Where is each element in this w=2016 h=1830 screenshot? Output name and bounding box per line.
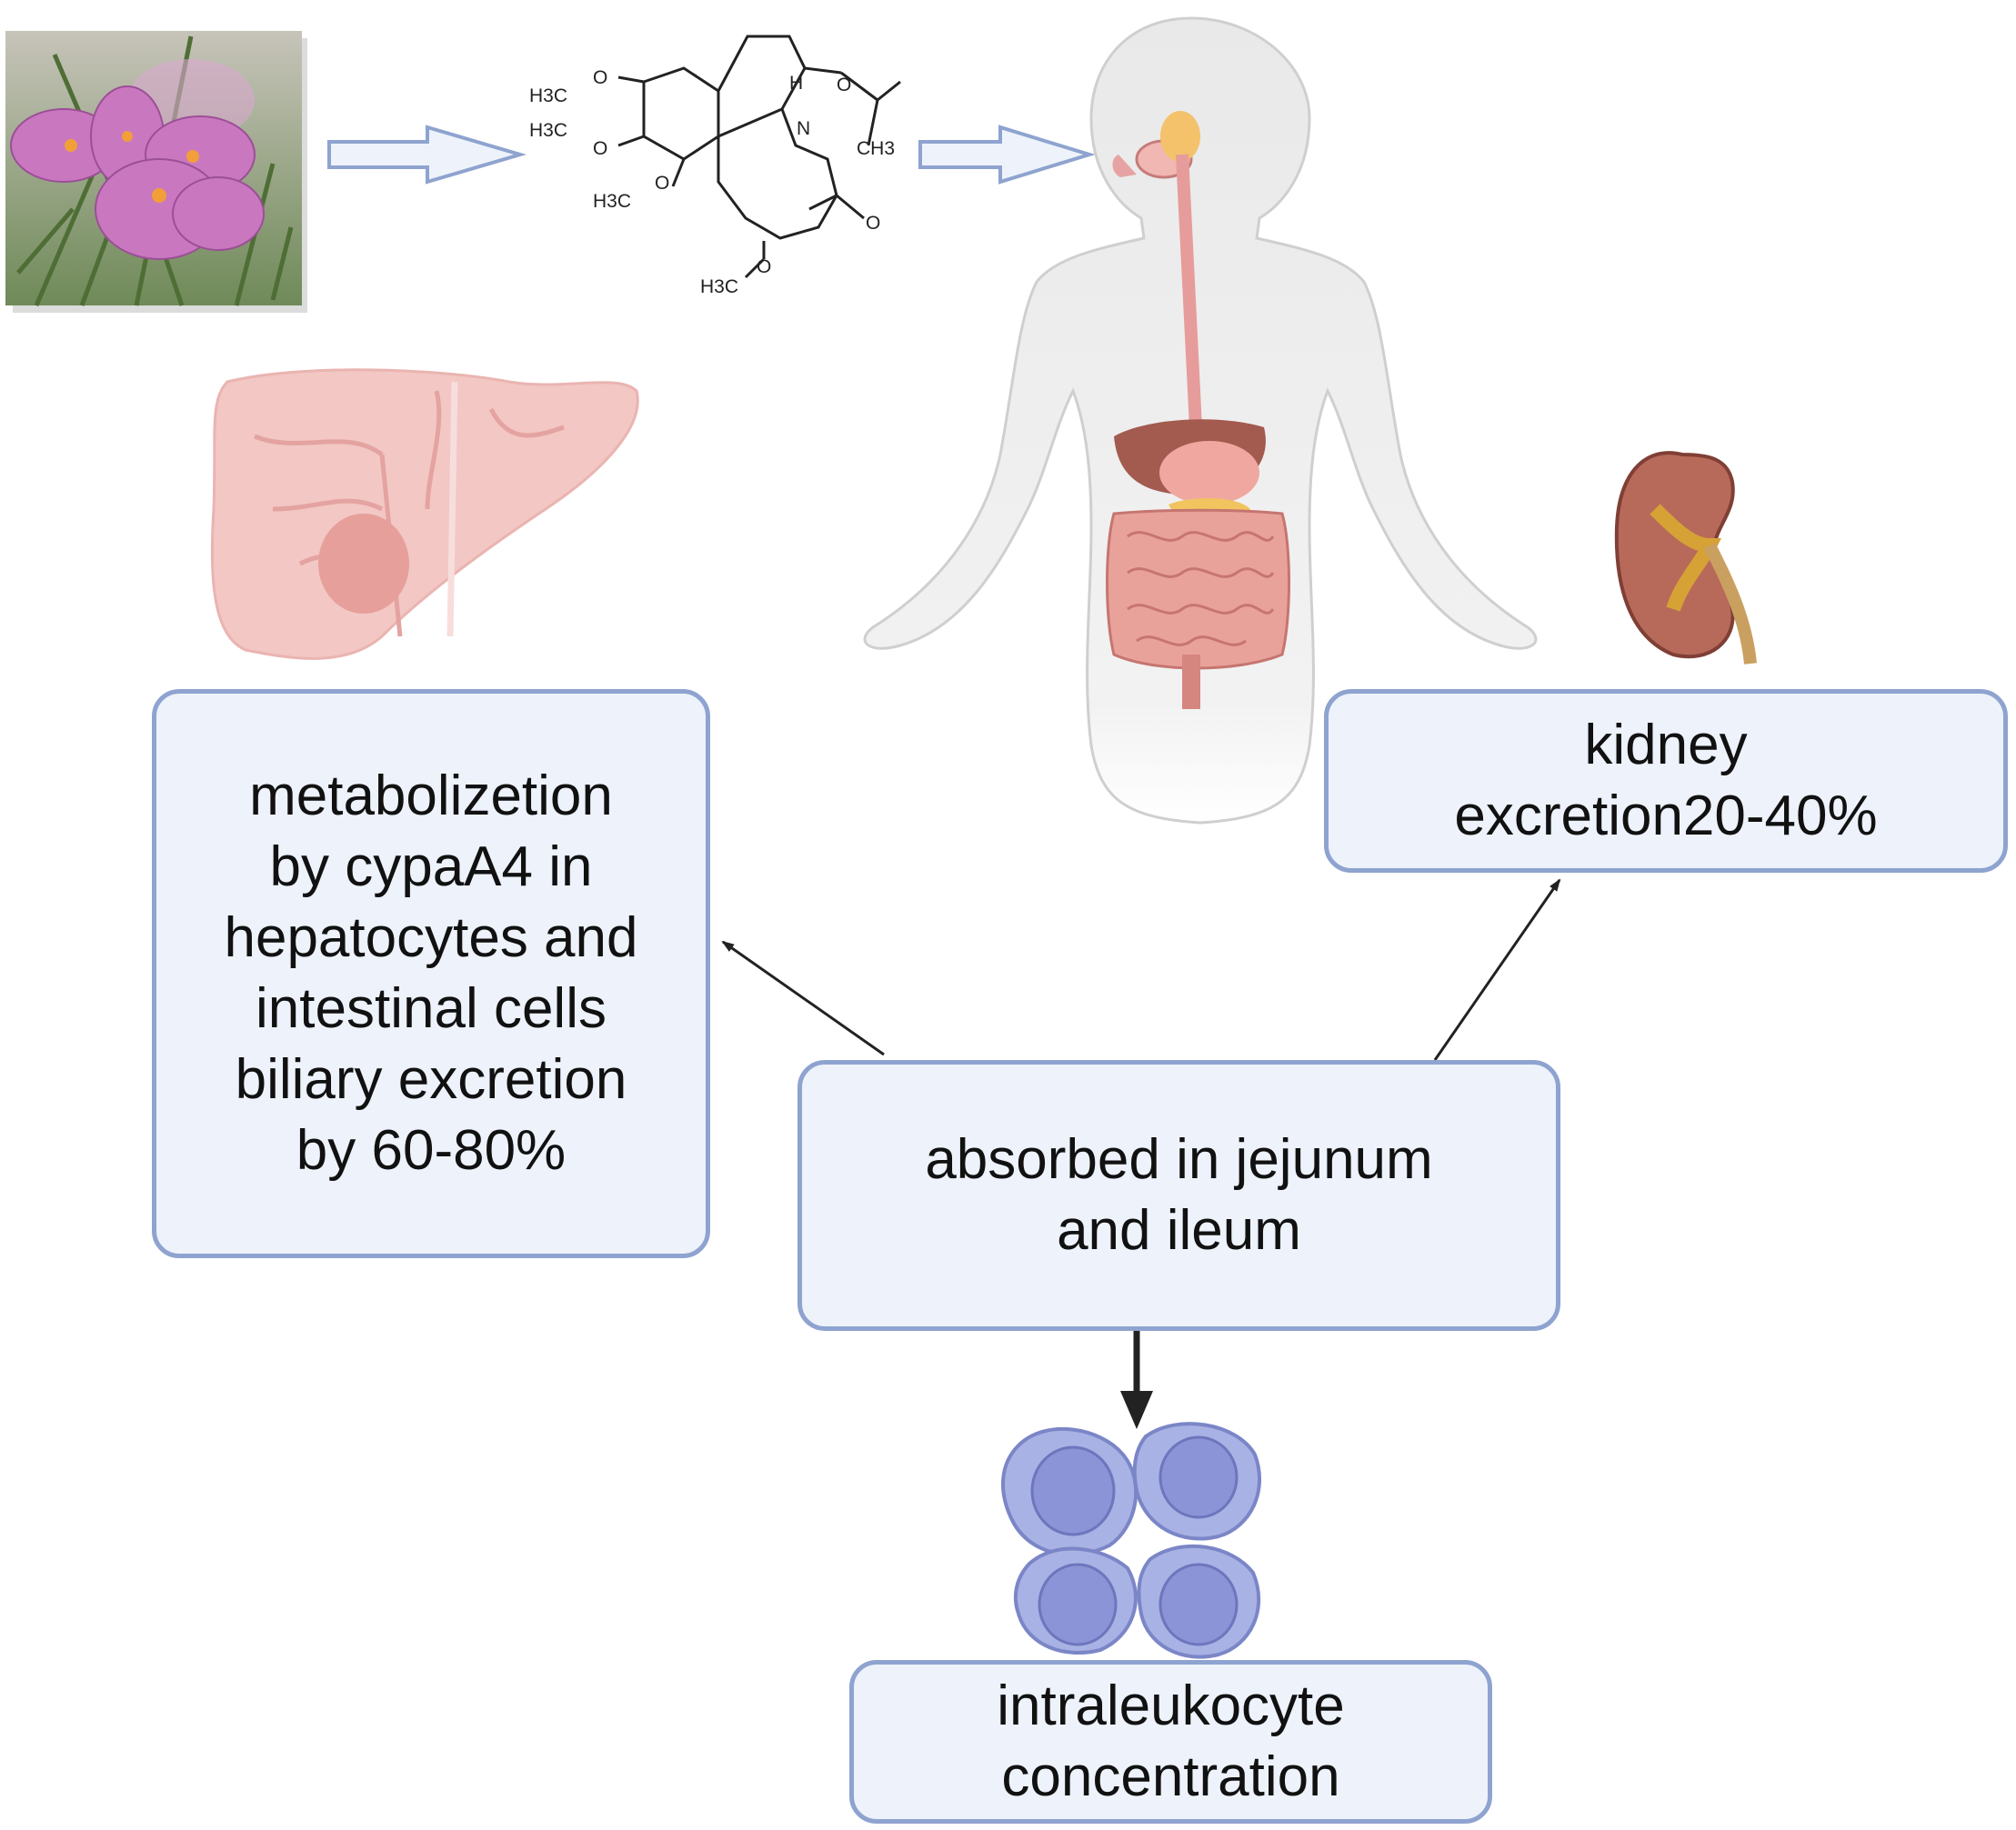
- nitrogen-label: N: [797, 118, 810, 139]
- hollow-arrow-icon: [327, 125, 527, 185]
- leukocyte-concentration-box: intraleukocyte concentration: [849, 1660, 1492, 1824]
- oxygen-label: O: [593, 138, 607, 159]
- liver-box-line: intestinal cells: [256, 977, 607, 1040]
- methyl-label: CH3: [857, 138, 895, 159]
- leuko-box-line: intraleukocyte: [997, 1675, 1345, 1737]
- hydrogen-label: H: [789, 73, 803, 94]
- liver-box-line: metabolizetion: [249, 765, 613, 827]
- leuko-box-line: concentration: [1001, 1745, 1340, 1808]
- oxygen-label: O: [837, 75, 851, 95]
- kidney-icon: [1614, 451, 1757, 665]
- oxygen-label: O: [866, 213, 880, 234]
- arrow-to-kidney-box: [1433, 878, 1561, 1061]
- methoxy-label: H3C: [700, 276, 738, 297]
- arrow-to-leukocytes: [1120, 1327, 1153, 1429]
- absorb-box-line: and ileum: [1057, 1199, 1301, 1262]
- methoxy-label: H3C: [529, 120, 567, 141]
- human-body-digestive-system: [863, 16, 1538, 825]
- methoxy-label: H3C: [593, 191, 631, 212]
- oxygen-label: O: [593, 67, 607, 88]
- absorption-box: absorbed in jejunum and ileum: [797, 1060, 1560, 1331]
- kidney-box-line: excretion20-40%: [1454, 785, 1878, 847]
- liver-box-line: by cypaA4 in: [269, 835, 593, 898]
- kidney-excretion-box: kidney excretion20-40%: [1324, 689, 2008, 873]
- absorb-box-line: absorbed in jejunum: [925, 1128, 1433, 1191]
- kidney-box-line: kidney: [1584, 714, 1748, 776]
- liver-box-line: hepatocytes and: [224, 906, 638, 969]
- colchicine-molecule: H3C O H3C O H3C O H3C O O H N O CH3: [529, 35, 901, 297]
- oxygen-label: O: [757, 256, 771, 277]
- hollow-arrow-icon: [918, 125, 1096, 185]
- liver-metabolism-box: metabolizetion by cypaA4 in hepatocytes …: [152, 689, 710, 1258]
- liver-box-line: biliary excretion: [235, 1048, 627, 1111]
- oxygen-label: O: [655, 173, 669, 194]
- crocus-flower-photo: [5, 31, 307, 313]
- liver-box-line: by 60-80%: [296, 1119, 567, 1182]
- arrow-to-liver-box: [721, 940, 885, 1056]
- methoxy-label: H3C: [529, 85, 567, 106]
- liver-icon: [210, 368, 639, 660]
- leukocyte-cluster-icon: [1001, 1422, 1261, 1659]
